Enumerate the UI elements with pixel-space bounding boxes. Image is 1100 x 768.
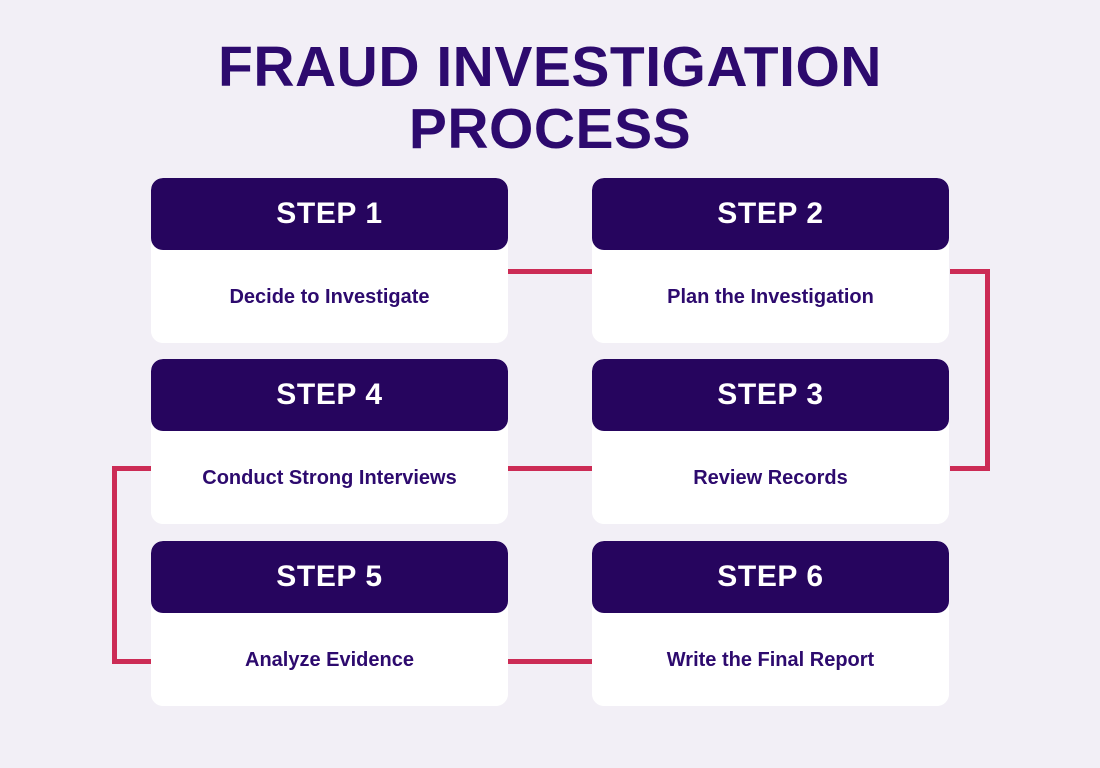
step-card-5-header: STEP 5 [151,541,508,613]
step-card-3-label: STEP 3 [717,378,824,411]
step-card-1-label: STEP 1 [276,197,383,230]
step-card-6-body: Write the Final Report [592,613,949,706]
step-card-3-body: Review Records [592,431,949,524]
step-card-2-description: Plan the Investigation [667,285,874,308]
connector-step4-step5-side [112,466,117,664]
step-card-2-body: Plan the Investigation [592,250,949,343]
step-card-6-label: STEP 6 [717,560,824,593]
connector-step1-step2 [508,269,592,274]
step-card-1[interactable]: STEP 1 Decide to Investigate [151,178,508,343]
step-card-2[interactable]: STEP 2 Plan the Investigation [592,178,949,343]
connector-step4-step5-bottom [112,659,156,664]
step-card-5-description: Analyze Evidence [245,648,414,671]
step-card-6-header: STEP 6 [592,541,949,613]
step-card-6-description: Write the Final Report [666,648,875,671]
step-card-4-label: STEP 4 [276,378,383,411]
connector-step4-step5-top [112,466,156,471]
step-card-1-description: Decide to Investigate [229,285,430,308]
step-card-5[interactable]: STEP 5 Analyze Evidence [151,541,508,706]
step-card-1-header: STEP 1 [151,178,508,250]
step-card-4-body: Conduct Strong Interviews [151,431,508,524]
step-card-6[interactable]: STEP 6 Write the Final Report [592,541,949,706]
step-card-5-label: STEP 5 [276,560,383,593]
page-title: FRAUD INVESTIGATION PROCESS [0,36,1100,160]
step-card-4[interactable]: STEP 4 Conduct Strong Interviews [151,359,508,524]
connector-step5-step6 [508,659,592,664]
step-card-3[interactable]: STEP 3 Review Records [592,359,949,524]
step-card-3-description: Review Records [693,466,848,489]
step-card-5-body: Analyze Evidence [151,613,508,706]
step-card-2-header: STEP 2 [592,178,949,250]
page-title-line-1: FRAUD INVESTIGATION [218,35,882,99]
step-card-3-header: STEP 3 [592,359,949,431]
step-card-4-description: Conduct Strong Interviews [202,466,457,489]
page-title-line-2: PROCESS [408,97,692,161]
step-card-1-body: Decide to Investigate [151,250,508,343]
step-card-2-label: STEP 2 [717,197,824,230]
connector-step2-step3-side [985,269,990,471]
connector-step2-step3-bottom [950,466,990,471]
step-card-4-header: STEP 4 [151,359,508,431]
connector-step3-step4 [508,466,592,471]
connector-step2-step3-top [950,269,990,274]
